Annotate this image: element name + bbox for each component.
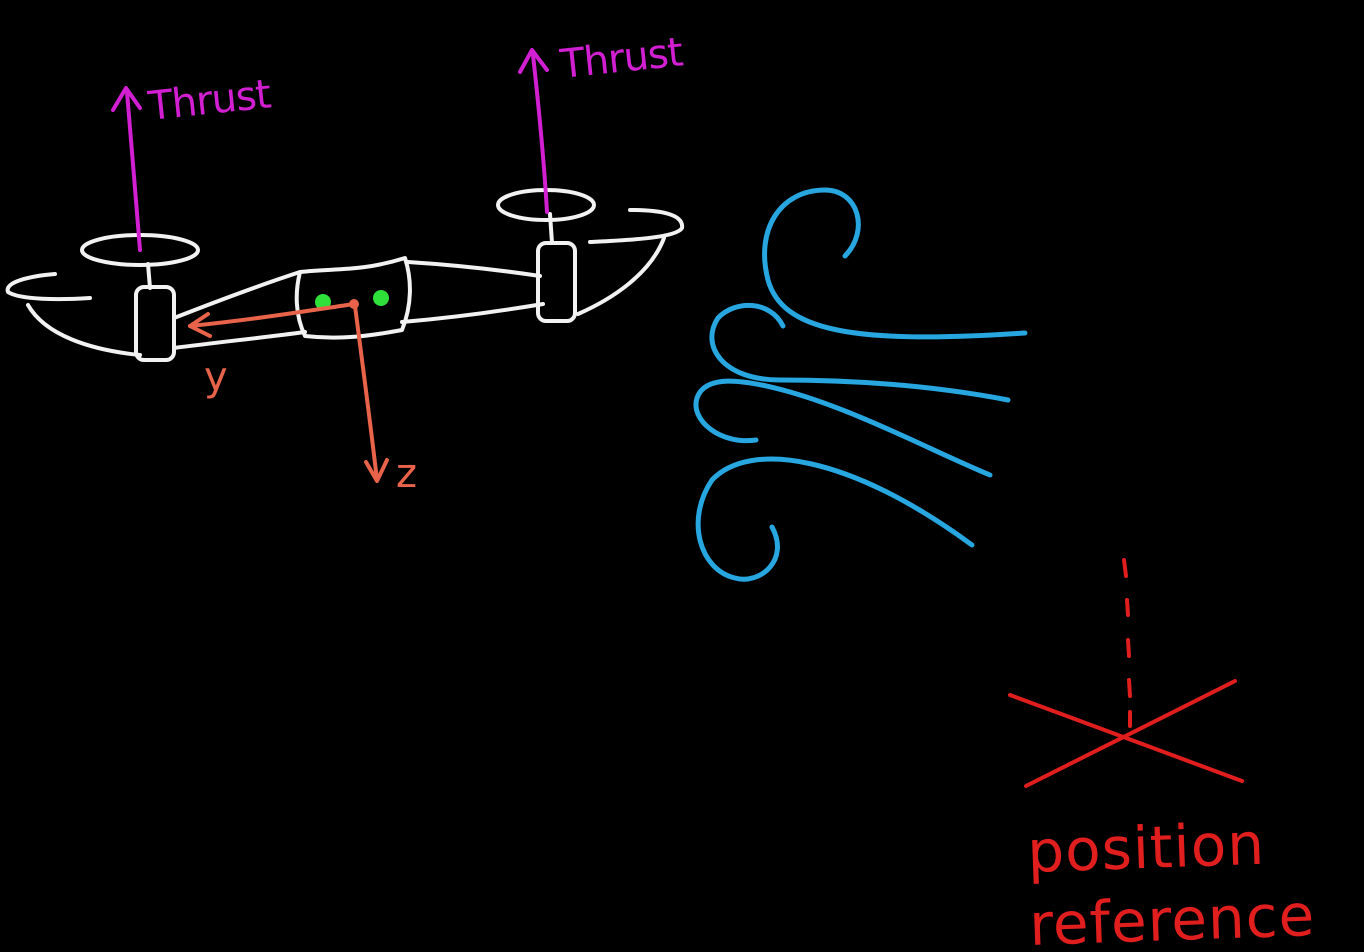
left-rotor-guard [5, 272, 92, 302]
left-motor [134, 285, 176, 362]
position-reference-marker [1008, 558, 1244, 788]
left-thrust-arrow [125, 90, 142, 252]
z-axis-label: z [396, 451, 417, 497]
wind-gust-icon [693, 187, 1028, 582]
right-thrust-label: Thrust [557, 29, 685, 88]
position-reference-label-line1: position [1026, 810, 1266, 886]
right-rotor-guard [588, 208, 685, 244]
y-axis-arrowhead-icon [188, 312, 212, 338]
right-thrust-arrow [531, 53, 549, 214]
left-arm-bottom [172, 330, 307, 350]
left-sensor-light [315, 294, 331, 310]
left-arm-top [172, 270, 302, 320]
central-body [294, 256, 412, 340]
z-axis-arrowhead-icon [364, 458, 389, 483]
wind-stream-1 [762, 187, 1028, 340]
left-rotor-ring [26, 303, 142, 357]
drone-body-icon [5, 188, 685, 362]
right-thrust-arrowhead-icon [518, 48, 549, 74]
cross-mark-icon [1008, 693, 1244, 783]
left-propeller-shaft [146, 262, 152, 290]
body-axes [188, 299, 389, 483]
left-thrust-arrowhead-icon [111, 86, 142, 112]
reference-dashed-line [1122, 558, 1132, 728]
y-axis-arrow [188, 302, 356, 328]
right-motor [536, 241, 577, 323]
left-thrust-label: Thrust [145, 71, 273, 130]
wind-stream-3 [693, 378, 993, 478]
position-reference-label-line2: reference [1028, 881, 1316, 952]
right-arm-top [406, 260, 542, 278]
right-sensor-light [373, 290, 389, 306]
cross-mark-stroke-2 [1024, 679, 1237, 788]
wind-stream-2 [709, 303, 1011, 403]
wind-stream-4 [695, 456, 975, 582]
thrust-arrows [111, 48, 549, 252]
right-rotor-ring [576, 236, 666, 316]
z-axis-arrow [353, 304, 379, 482]
y-axis-label: y [204, 354, 228, 400]
right-arm-bottom [400, 302, 545, 324]
